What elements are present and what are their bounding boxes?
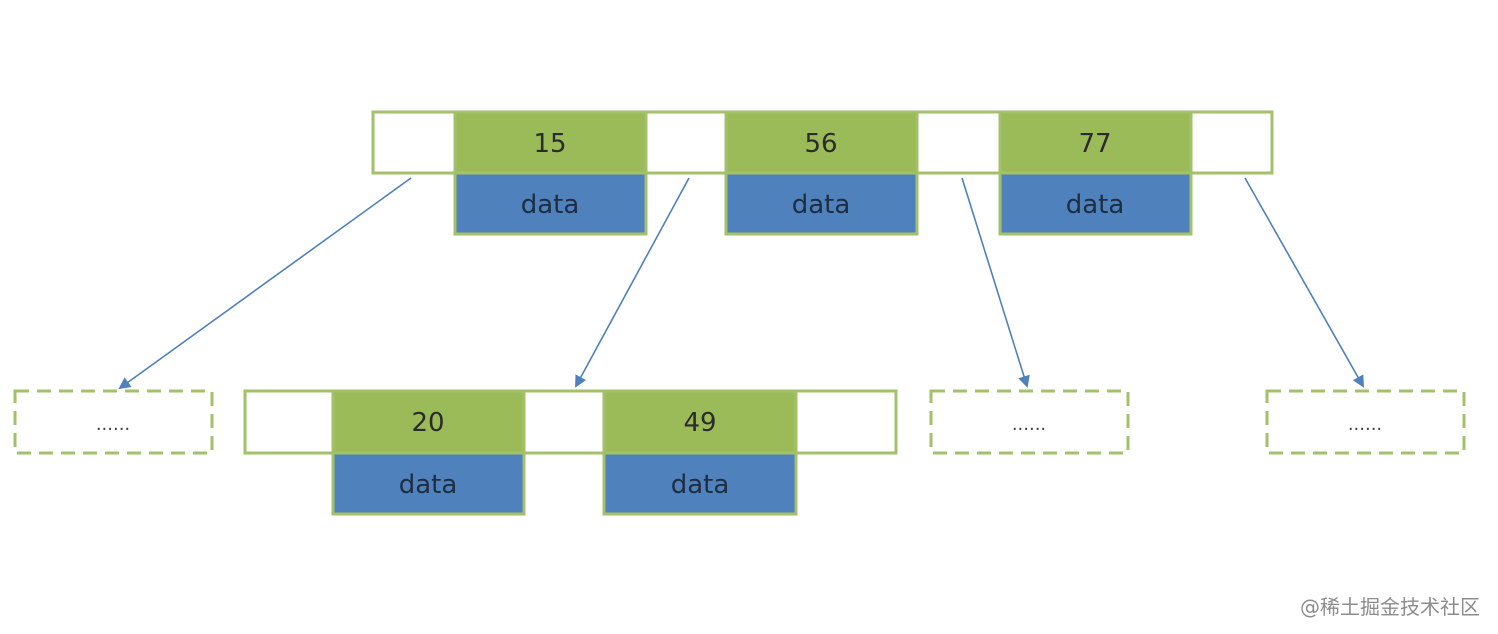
root-key-1: 15 [533,129,566,159]
root-data-2: data [792,190,851,220]
child-key-2: 49 [683,408,716,438]
child-data-cell-2 [602,451,798,516]
stub-node-left-outline [13,389,214,455]
root-data-cell-3 [998,171,1193,236]
child-key-1: 20 [411,408,444,438]
stub-node-middle-label: ...... [1012,414,1046,435]
root-data-cell-1 [453,171,648,236]
stub-node-left-label: ...... [96,414,130,435]
root-node: 15 data 56 data 77 data [371,110,1274,236]
child-data-cell-1 [331,451,526,516]
stub-node-middle-outline [929,389,1130,455]
root-key-cell-1 [453,110,648,175]
root-entry-3: 77 data [998,110,1193,236]
child-node: 20 data 49 data [243,389,898,516]
pointer-arrow-4 [1244,177,1364,388]
stub-node-middle: ...... [929,389,1130,455]
watermark: @稀土掘金技术社区 [1300,595,1480,619]
root-data-cell-2 [724,171,919,236]
root-entry-2: 56 data [724,110,919,236]
stub-node-right-label: ...... [1348,414,1382,435]
stub-node-right: ...... [1265,389,1466,455]
child-data-1: data [399,470,458,500]
stub-node-left: ...... [13,389,214,455]
child-data-2: data [671,470,730,500]
child-entry-2: 49 data [602,389,798,516]
root-key-3: 77 [1078,129,1111,159]
root-entry-1: 15 data [453,110,648,236]
child-key-cell-2 [602,389,798,455]
pointer-arrow-2 [575,177,690,388]
root-data-1: data [521,190,580,220]
pointer-arrow-1 [118,177,412,390]
stub-node-right-outline [1265,389,1466,455]
root-key-cell-2 [724,110,919,175]
root-key-2: 56 [804,129,837,159]
root-key-cell-3 [998,110,1193,175]
root-data-3: data [1066,190,1125,220]
child-entry-1: 20 data [331,389,526,516]
pointer-arrow-3 [961,177,1030,388]
